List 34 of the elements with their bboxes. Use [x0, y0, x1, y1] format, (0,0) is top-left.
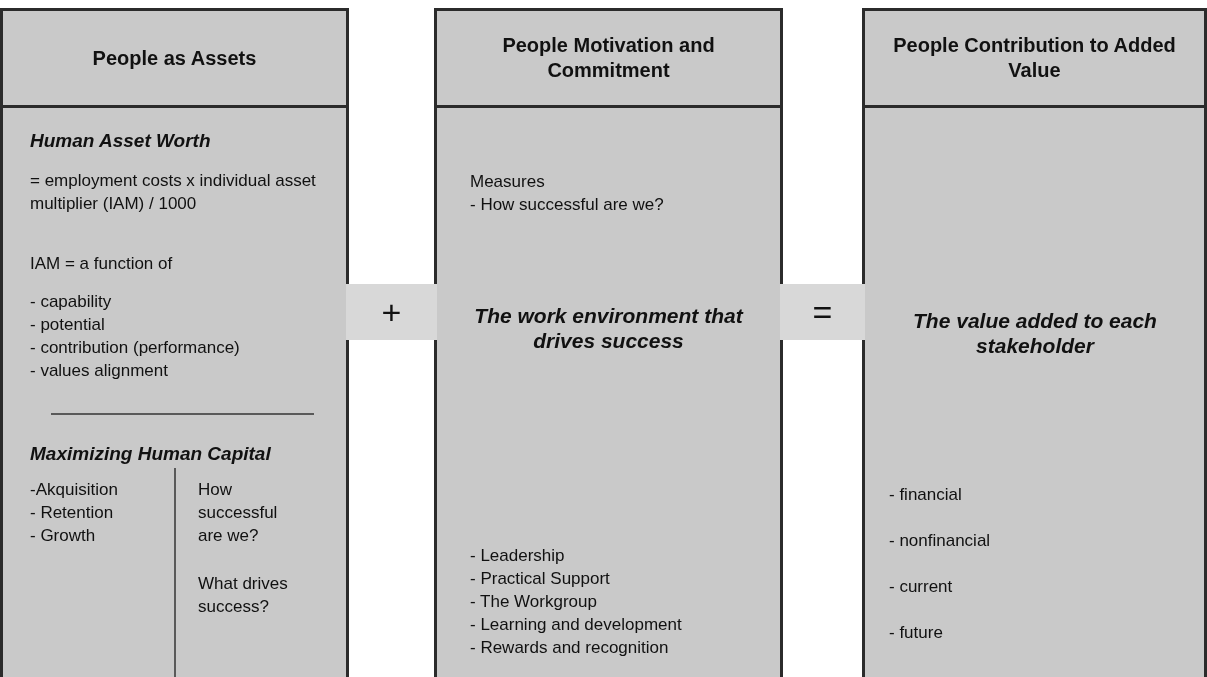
- list-item: - nonfinancial: [889, 530, 992, 552]
- operator-band: +: [346, 284, 437, 340]
- list-item: What drives success?: [198, 573, 289, 618]
- list-item: - financial: [889, 484, 963, 506]
- list-item: - Growth: [30, 525, 97, 547]
- column-header: People as Assets: [3, 11, 346, 108]
- section-heading: Maximizing Human Capital: [30, 442, 272, 465]
- emphasis-text: The work environment that drives success: [473, 303, 745, 353]
- list-item: - Practical Support: [470, 568, 611, 590]
- list-item: How successful are we?: [198, 479, 279, 547]
- list-item: - The Workgroup: [470, 591, 598, 613]
- column-header: People Contribution to Added Value: [865, 11, 1204, 108]
- section-heading: Human Asset Worth: [30, 129, 212, 152]
- list-item: -Akquisition: [30, 479, 119, 501]
- column-panel: [434, 8, 783, 677]
- list-item: - Leadership: [470, 545, 566, 567]
- list-item: - Learning and development: [470, 614, 683, 636]
- list-item: - current: [889, 576, 954, 598]
- list-item: - future: [889, 622, 944, 644]
- list-item: IAM = a function of: [30, 253, 174, 275]
- list-item: Measures: [470, 171, 546, 193]
- column-header: People Motivation and Commitment: [437, 11, 780, 108]
- column-panel: [0, 8, 349, 677]
- list-item: - contribution (performance): [30, 337, 241, 359]
- list-item: - How successful are we?: [470, 194, 665, 216]
- list-item: - potential: [30, 314, 106, 336]
- list-item: - Rewards and recognition: [470, 637, 670, 659]
- emphasis-text: The value added to each stakeholder: [912, 308, 1158, 358]
- list-item: - capability: [30, 291, 113, 313]
- list-item: - Retention: [30, 502, 115, 524]
- list-item: = employment costs x individual asset multiplier (IAM) / 1000: [30, 170, 317, 215]
- column-panel: [862, 8, 1207, 677]
- operator-band: =: [780, 284, 865, 340]
- list-item: - values alignment: [30, 360, 169, 382]
